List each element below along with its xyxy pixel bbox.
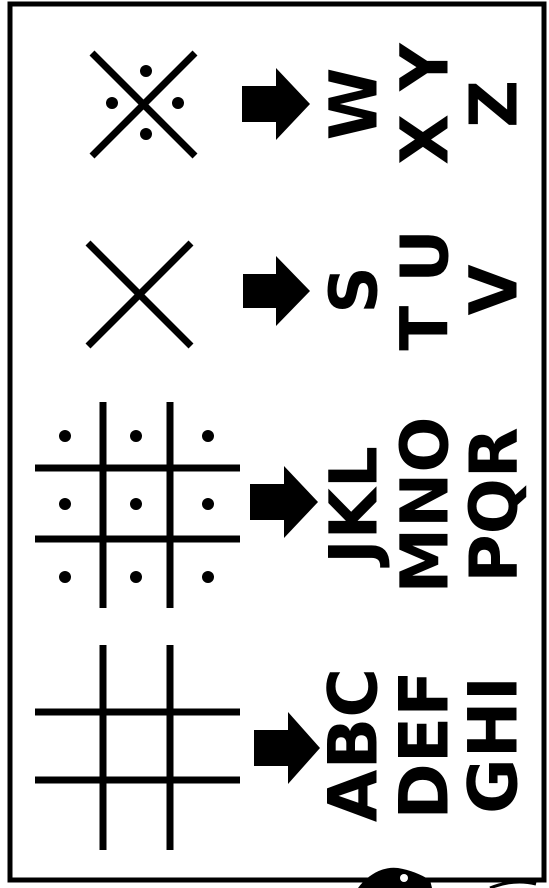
dot	[106, 97, 118, 109]
bottom-ink-dot	[400, 874, 408, 882]
dot	[202, 430, 214, 442]
dot	[140, 65, 152, 77]
bottom-ink-curve	[490, 882, 536, 888]
letter-row: V	[456, 264, 533, 315]
letters-s-v: S T U V	[316, 229, 533, 351]
arrow-right-icon	[242, 68, 310, 140]
letter-row: JKL	[316, 446, 393, 568]
x-plain-symbol	[88, 243, 191, 346]
dot	[130, 498, 142, 510]
dot	[59, 571, 71, 583]
letter-row: MNO	[387, 416, 464, 593]
dot	[59, 430, 71, 442]
dot	[130, 571, 142, 583]
letter-row: PQR	[456, 427, 533, 582]
dot	[59, 498, 71, 510]
letter-row: Z	[456, 80, 533, 128]
letters-jkl-pqr: JKL MNO PQR	[316, 416, 533, 593]
letter-row: T U	[387, 229, 464, 351]
letters-w-z: W X Y Z	[316, 42, 533, 165]
letter-row: DEF	[386, 670, 465, 819]
arrow-right-icon	[250, 466, 318, 538]
grid-plain-symbol	[35, 645, 240, 850]
arrow-right-icon	[243, 256, 310, 326]
dot	[140, 128, 152, 140]
letter-row: ABC	[315, 668, 394, 822]
arrow-right-icon	[254, 712, 320, 784]
letter-row: X Y	[387, 42, 464, 165]
letter-row: W	[316, 68, 393, 141]
bottom-ink-fragment	[358, 868, 432, 888]
dot	[202, 498, 214, 510]
dot	[130, 430, 142, 442]
letter-row: GHI	[455, 676, 534, 814]
grid-dots	[59, 430, 214, 583]
letters-abc-ghi: ABC DEF GHI	[315, 668, 534, 822]
dot	[202, 571, 214, 583]
letter-row: S	[316, 266, 393, 314]
dot	[172, 97, 184, 109]
